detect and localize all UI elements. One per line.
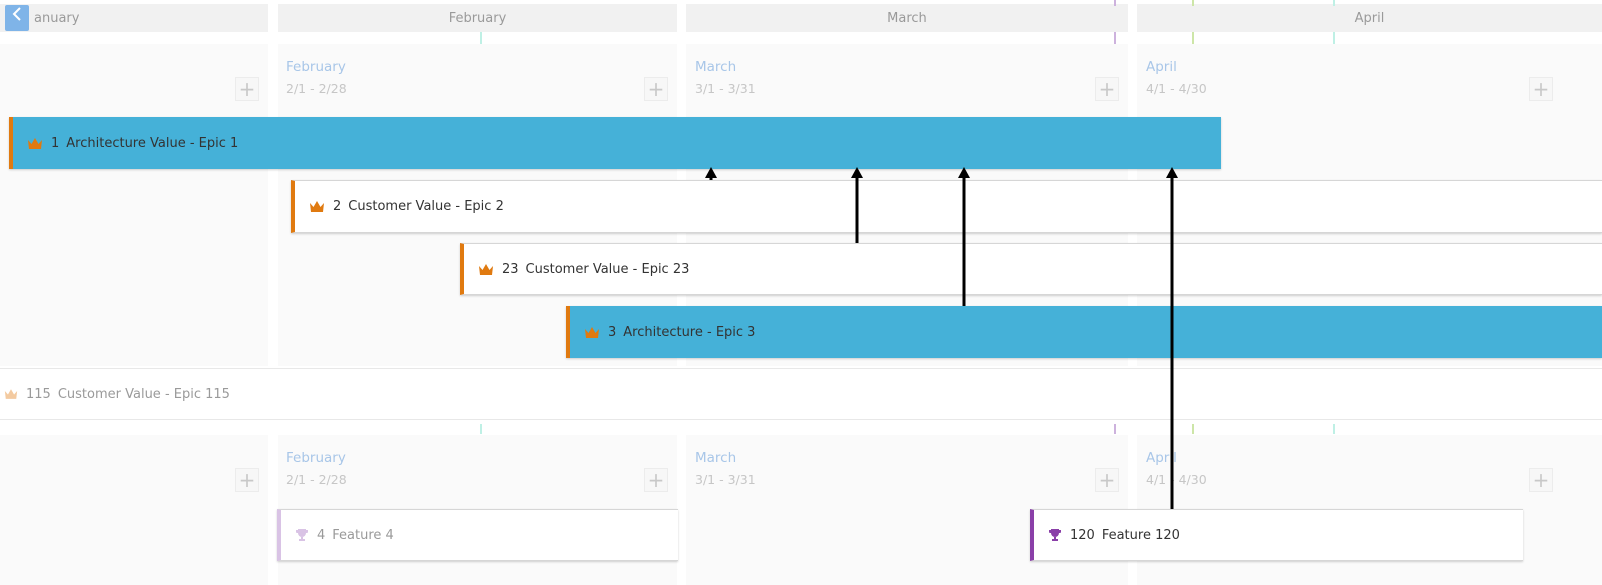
milestone-tick [1333, 424, 1335, 434]
add-item-button[interactable]: + [235, 468, 259, 492]
epic-card[interactable]: 23 Customer Value - Epic 23 [460, 243, 1602, 295]
epic-card[interactable]: 115 Customer Value - Epic 115 [0, 368, 1602, 420]
epic-id: 3 [608, 324, 617, 340]
epic-title: Customer Value - Epic 23 [525, 261, 690, 277]
epic-card[interactable]: 1 Architecture Value - Epic 1 [9, 117, 1221, 169]
sprint-dates: 4/1 - 4/30 [1146, 472, 1207, 487]
crown-icon [584, 326, 600, 339]
feature-title: Feature 4 [332, 527, 394, 543]
milestone-tick [1114, 424, 1116, 434]
sprint-dates: 4/1 - 4/30 [1146, 81, 1207, 96]
month-label: March [887, 10, 927, 26]
epic-card[interactable]: 3 Architecture - Epic 3 [566, 306, 1602, 358]
crown-icon [4, 388, 18, 400]
milestone-tick [1114, 0, 1116, 6]
epic-id: 1 [51, 135, 60, 151]
add-item-button[interactable]: + [235, 77, 259, 101]
sprint-dates: 3/1 - 3/31 [695, 81, 756, 96]
sprint-dates: 2/1 - 2/28 [286, 81, 347, 96]
milestone-tick [1192, 424, 1194, 434]
add-item-button[interactable]: + [1095, 468, 1119, 492]
crown-icon [309, 200, 325, 213]
trophy-icon [295, 528, 309, 542]
month-label: April [1354, 10, 1385, 26]
epic-card[interactable]: 2 Customer Value - Epic 2 [291, 180, 1602, 233]
sprint-title: February [286, 59, 346, 75]
trophy-icon [1048, 528, 1062, 542]
month-label: February [448, 10, 507, 26]
feature-card[interactable]: 4 Feature 4 [277, 509, 678, 561]
add-item-button[interactable]: + [1529, 77, 1553, 101]
month-label: anuary [34, 10, 80, 26]
milestone-tick [1333, 32, 1335, 44]
sprint-title: March [695, 450, 737, 466]
epic-title: Customer Value - Epic 2 [348, 199, 504, 214]
chevron-left-icon [12, 6, 22, 27]
feature-id: 4 [317, 527, 326, 543]
today-tick [480, 424, 482, 434]
sprint-title: April [1146, 450, 1177, 466]
today-tick [480, 32, 482, 44]
epic-title: Architecture - Epic 3 [623, 324, 756, 340]
back-button[interactable] [5, 5, 29, 31]
sprint-dates: 3/1 - 3/31 [695, 472, 756, 487]
epic-id: 23 [502, 261, 519, 277]
milestone-tick [1114, 32, 1116, 44]
crown-icon [27, 137, 43, 150]
milestone-tick [1333, 0, 1335, 6]
sprint-column-january [0, 44, 268, 366]
dependency-arrowhead [851, 167, 863, 178]
dependency-arrowhead [1166, 167, 1178, 178]
feature-title: Feature 120 [1101, 527, 1180, 543]
milestone-tick [1192, 0, 1194, 6]
feature-card[interactable]: 120 Feature 120 [1030, 509, 1523, 561]
dependency-arrowhead [705, 167, 717, 178]
epic-title: Architecture Value - Epic 1 [66, 135, 239, 151]
month-header-january: anuary [0, 4, 268, 32]
add-item-button[interactable]: + [644, 468, 668, 492]
sprint-title: March [695, 59, 737, 75]
month-header-april: April [1137, 4, 1602, 32]
month-header-march: March [686, 4, 1128, 32]
dependency-arrowhead [958, 167, 970, 178]
milestone-tick [1192, 32, 1194, 44]
add-item-button[interactable]: + [644, 77, 668, 101]
sprint-dates: 2/1 - 2/28 [286, 472, 347, 487]
epic-id: 2 [333, 199, 342, 214]
sprint-column-january [0, 435, 268, 585]
month-header-february: February [278, 4, 677, 32]
epic-title: Customer Value - Epic 115 [57, 386, 230, 402]
crown-icon [478, 263, 494, 276]
feature-id: 120 [1070, 527, 1095, 543]
epic-id: 115 [26, 386, 51, 402]
sprint-title: February [286, 450, 346, 466]
add-item-button[interactable]: + [1095, 77, 1119, 101]
add-item-button[interactable]: + [1529, 468, 1553, 492]
sprint-title: April [1146, 59, 1177, 75]
